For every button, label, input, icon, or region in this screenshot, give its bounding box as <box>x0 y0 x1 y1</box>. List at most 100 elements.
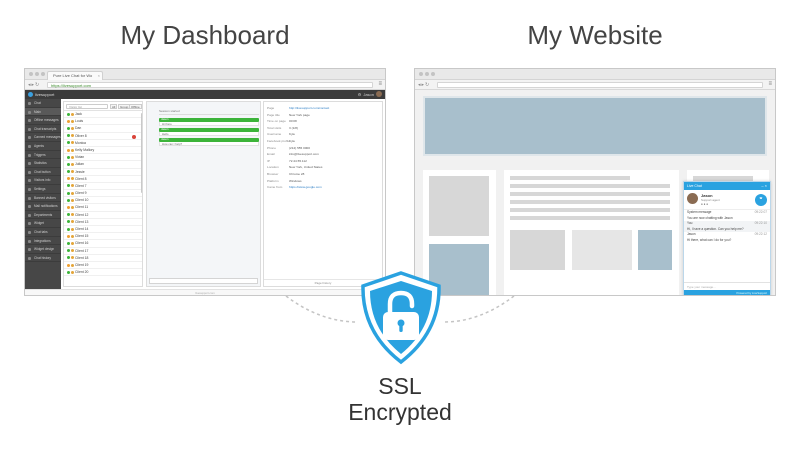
sidebar-item[interactable]: Main <box>25 107 61 117</box>
visitor-row[interactable]: Jessie <box>64 169 142 176</box>
sidebar-item[interactable]: Offline messages <box>25 116 61 125</box>
sidebar-item[interactable]: Widget design <box>25 245 61 254</box>
agent-role: Support agent <box>701 198 720 202</box>
sidebar-item[interactable]: Banned visitors <box>25 194 61 203</box>
sidebar-item[interactable]: Chat button <box>25 168 61 177</box>
flag-icon <box>71 270 74 274</box>
visitor-name: Dan <box>75 126 82 131</box>
window-controls[interactable] <box>29 72 45 76</box>
call-button[interactable]: ☎ <box>755 194 767 206</box>
widget-header[interactable]: Live Chat – × <box>684 182 770 190</box>
sidebar-item[interactable]: Agents <box>25 142 61 151</box>
flag-icon <box>71 177 74 181</box>
sidebar-item[interactable]: Mail notifications <box>25 202 61 211</box>
info-label: Email <box>267 152 275 157</box>
visitor-row[interactable]: Client 14 <box>64 226 142 234</box>
visitor-row[interactable]: Client 11 <box>64 204 142 212</box>
url-input[interactable] <box>437 82 763 88</box>
flag-icon <box>71 213 74 217</box>
visitor-name: Client 12 <box>75 212 89 217</box>
sidebar-item[interactable]: Chat transcripts <box>25 125 61 134</box>
visitor-row[interactable]: Client 16 <box>64 240 142 248</box>
user-menu[interactable]: ⚙Jason <box>358 91 382 97</box>
close-icon[interactable]: × <box>97 73 100 78</box>
visitor-row[interactable]: Client 7 <box>64 183 142 191</box>
visitor-row[interactable]: Monica <box>64 140 142 147</box>
visitor-row[interactable]: Jack <box>64 111 142 119</box>
agent-card: Jason Support agent ● ● ● ☎ <box>684 190 770 210</box>
visitor-row[interactable]: Julian <box>64 161 142 169</box>
sidebar-item[interactable]: Integrations <box>25 237 61 246</box>
sidebar-item[interactable]: Departments <box>25 211 61 220</box>
visitor-row[interactable]: Dan <box>64 125 142 133</box>
status-icon <box>67 184 70 188</box>
visitor-row[interactable]: Client 15 <box>64 233 142 241</box>
url-input[interactable]: https://livesupport.com <box>47 82 373 88</box>
info-value[interactable]: https://www.google.com <box>289 185 322 190</box>
flag-icon <box>71 234 74 238</box>
info-row: Phone(212) 555 0000 <box>264 145 382 152</box>
sidebar-item[interactable]: Widget <box>25 219 61 228</box>
sidebar-item[interactable]: Chat <box>25 99 61 108</box>
visitor-row[interactable]: Client 18 <box>64 255 142 262</box>
info-label: Page <box>267 106 275 110</box>
info-value[interactable]: http://livesupport.com/contact <box>289 106 330 110</box>
visitor-row[interactable]: Client 20 <box>64 269 142 277</box>
visitor-name: Monica <box>75 140 86 145</box>
status-icon <box>67 126 70 130</box>
page-history-link[interactable]: Page history <box>264 279 382 285</box>
nav-arrows-icon[interactable]: ◂▸↻ <box>418 82 431 88</box>
nav-arrows-icon[interactable]: ◂▸↻ <box>28 82 41 88</box>
dashboard-browser-window: Pure Live Chat for Wo× ◂▸↻ https://lives… <box>24 68 386 296</box>
menu-icon[interactable]: ≡ <box>768 81 772 87</box>
avatar <box>376 91 382 97</box>
visitor-row[interactable]: Client 19 <box>64 262 142 270</box>
sidebar-item[interactable]: Canned messages <box>25 133 61 142</box>
filter-offline-button[interactable]: Offline <box>129 104 142 109</box>
system-message: Session started <box>159 109 259 115</box>
status-icon <box>67 134 70 138</box>
sidebar-item[interactable]: Chat tabs <box>25 228 61 237</box>
placeholder-image <box>638 230 672 270</box>
visitor-row[interactable]: Kelly Mallory <box>64 147 142 155</box>
sidebar-item[interactable]: Statistics <box>25 159 61 168</box>
sidebar-item[interactable]: Visitors info <box>25 176 61 185</box>
visitor-row[interactable]: Louis <box>64 118 142 126</box>
minimize-icon[interactable]: – × <box>761 183 767 188</box>
chat-compose-input[interactable] <box>149 278 258 284</box>
menu-icon[interactable]: ≡ <box>378 81 382 87</box>
sidebar-item[interactable]: Chat history <box>25 254 61 263</box>
widget-message-text: Hi there, what can I do for you? <box>687 237 732 242</box>
status-icon <box>67 155 70 159</box>
status-icon <box>67 148 70 152</box>
social-icons[interactable]: ● ● ● <box>701 202 709 206</box>
browser-tab[interactable]: Pure Live Chat for Wo× <box>47 71 103 80</box>
visitor-row[interactable]: Client 13 <box>64 219 142 226</box>
visitor-search-input[interactable]: Visitor list <box>66 104 108 109</box>
info-label: Facebook profile <box>267 138 290 143</box>
visitor-row[interactable]: Client 8 <box>64 176 142 183</box>
window-controls[interactable] <box>419 72 435 76</box>
visitor-row[interactable]: Client 9 <box>64 190 142 198</box>
visitor-row[interactable]: Vivian <box>64 154 142 162</box>
widget-footer: Powered by LiveSupport <box>684 290 770 295</box>
sidebar-item[interactable]: Settings <box>25 185 61 194</box>
flag-icon <box>71 256 74 260</box>
flag-icon <box>71 141 74 145</box>
visitor-row[interactable]: Client 12 <box>64 212 142 219</box>
visitor-toolbar: Visitor list All Group Offline <box>64 102 142 111</box>
visitor-row[interactable]: Client 17 <box>64 248 142 255</box>
sidebar-item[interactable]: Triggers <box>25 151 61 160</box>
gear-icon[interactable]: ⚙ <box>357 91 362 97</box>
visitor-row[interactable]: Client 10 <box>64 197 142 205</box>
visitor-scrollbar[interactable] <box>141 113 142 193</box>
filter-all-button[interactable]: All <box>110 104 118 109</box>
widget-message-line: You are now chatting with Jason <box>684 216 770 222</box>
widget-message-input[interactable]: Type your message... <box>684 282 770 290</box>
visitor-row[interactable]: Oliver 8 <box>64 133 142 140</box>
flag-icon <box>71 249 74 253</box>
flag-icon <box>71 191 74 195</box>
